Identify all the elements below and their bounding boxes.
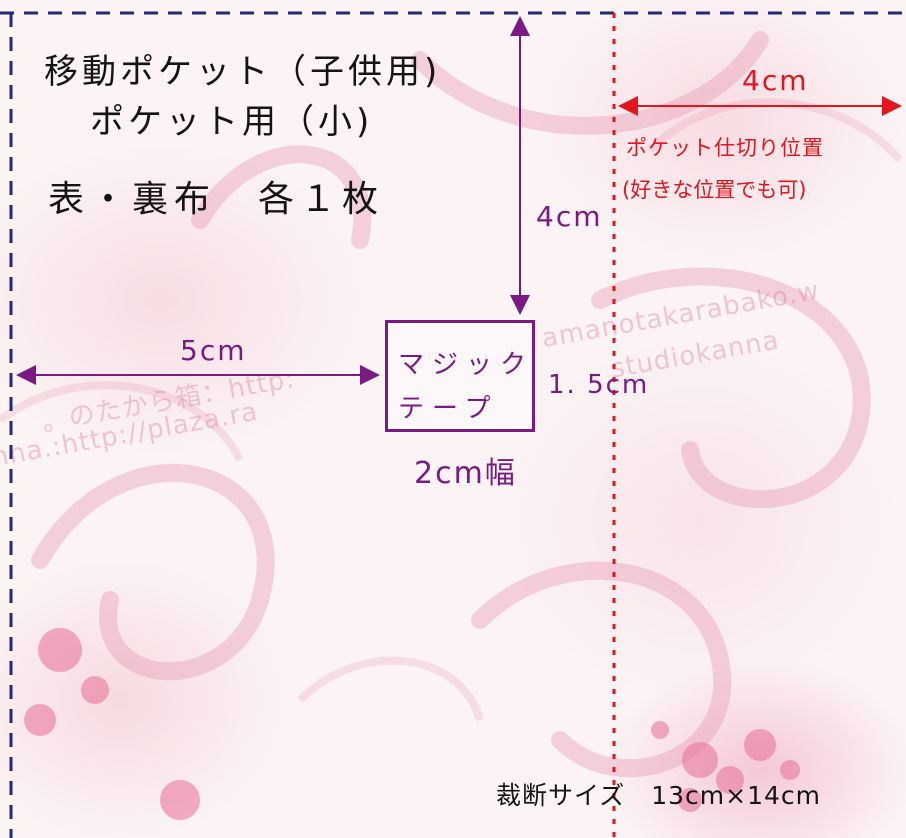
divider-label-1: ポケット仕切り位置 <box>626 136 824 160</box>
magic-tape-label-2: テープ <box>398 394 499 424</box>
top-offset-label: 4cm <box>536 200 603 233</box>
magic-tape-box <box>385 320 535 432</box>
left-offset-label: 5cm <box>180 334 247 367</box>
title-line-2: ポケット用（小) <box>90 102 374 142</box>
divider-label-2: (好きな位置でも可) <box>622 178 807 202</box>
tape-width-label: 2cm幅 <box>414 456 517 491</box>
divider-offset-label: 4cm <box>742 64 809 97</box>
title-line-3: 表・裏布 各１枚 <box>48 179 385 220</box>
cut-size-label: 裁断サイズ 13cm×14cm <box>496 781 822 810</box>
magic-tape-label-1: マジック <box>398 350 535 380</box>
title-line-1: 移動ポケット（子供用) <box>44 52 442 92</box>
tape-height-label: 1. 5cm <box>548 370 650 400</box>
